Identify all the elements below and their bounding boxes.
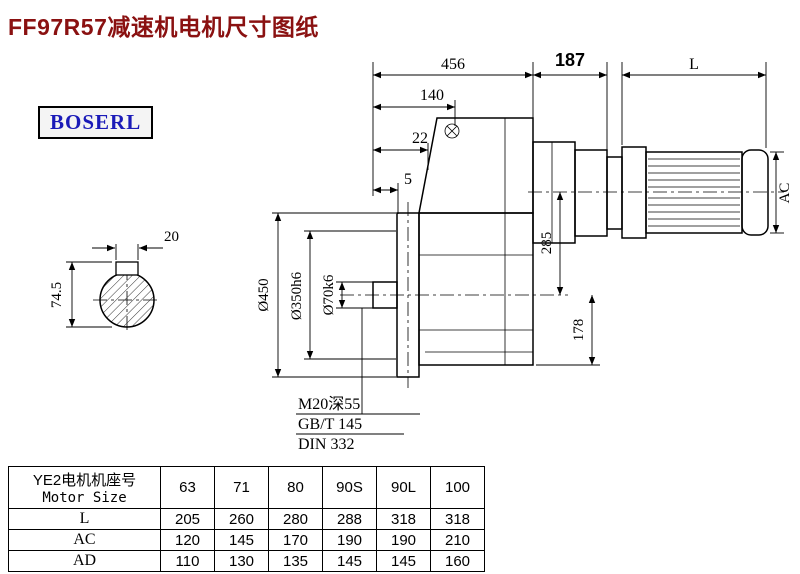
table-col-header: 100 bbox=[430, 466, 485, 509]
adapter-bell bbox=[532, 141, 576, 244]
page-title: FF97R57减速机电机尺寸图纸 bbox=[8, 14, 319, 40]
motor-cooling-fins bbox=[648, 158, 740, 227]
table-cell: 318 bbox=[376, 508, 431, 530]
table-corner-header: YE2电机机座号 Motor Size bbox=[8, 466, 161, 509]
table-cell: 210 bbox=[430, 529, 485, 551]
gearbox-lower-housing bbox=[418, 212, 534, 366]
table-cell: 120 bbox=[160, 529, 215, 551]
table-col-header: 71 bbox=[214, 466, 269, 509]
dim-140-label: 140 bbox=[420, 87, 444, 104]
table-cell: 170 bbox=[268, 529, 323, 551]
motor-fan-cowl bbox=[741, 149, 769, 236]
motor-body bbox=[645, 151, 743, 234]
shaft-section-view: 20 74.5 bbox=[49, 229, 179, 334]
table-cell: 145 bbox=[376, 550, 431, 572]
note-gb-label: GB/T 145 bbox=[298, 416, 362, 433]
dim-285-label: 285 bbox=[539, 232, 555, 255]
motor-size-table: YE2电机机座号 Motor Size 63 71 80 90S 90L 100… bbox=[8, 466, 485, 572]
dim-flange-od-label: Ø450 bbox=[256, 278, 272, 311]
table-row-AC: AC 120 145 170 190 190 210 bbox=[8, 529, 485, 551]
dim-5-label: 5 bbox=[404, 171, 412, 188]
table-row-AD: AD 110 130 135 145 145 160 bbox=[8, 550, 485, 572]
gearbox-upper-housing bbox=[418, 117, 534, 214]
table-cell: 145 bbox=[214, 529, 269, 551]
lifting-eye bbox=[444, 123, 460, 139]
dim-key-width: 20 bbox=[92, 229, 179, 260]
dim-key-width-label: 20 bbox=[164, 229, 179, 245]
table-cell: 190 bbox=[376, 529, 431, 551]
dim-spigot-label: Ø350h6 bbox=[289, 271, 305, 320]
dim-22-label: 22 bbox=[412, 130, 428, 147]
table-cell: 130 bbox=[214, 550, 269, 572]
table-cell: 280 bbox=[268, 508, 323, 530]
keyway-notch bbox=[115, 261, 139, 276]
shaft-section-circle bbox=[99, 272, 155, 328]
table-col-header: 90S bbox=[322, 466, 377, 509]
dim-shaft-dia-label: Ø70k6 bbox=[321, 274, 337, 315]
row-label: L bbox=[8, 508, 161, 530]
notes-block: M20深55 GB/T 145 DIN 332 bbox=[296, 308, 420, 453]
table-header-row: YE2电机机座号 Motor Size 63 71 80 90S 90L 100 bbox=[8, 466, 485, 509]
dim-456-label: 456 bbox=[441, 56, 465, 73]
brand-logo: BOSERL bbox=[38, 106, 154, 139]
note-din-label: DIN 332 bbox=[298, 436, 354, 453]
table-cell: 110 bbox=[160, 550, 215, 572]
table-cell: 205 bbox=[160, 508, 215, 530]
table-col-header: 63 bbox=[160, 466, 215, 509]
dim-L-label: L bbox=[689, 56, 699, 73]
table-cell: 318 bbox=[430, 508, 485, 530]
motor-flange bbox=[621, 146, 647, 239]
note-tap-label: M20深55 bbox=[298, 395, 360, 413]
table-cell: 288 bbox=[322, 508, 377, 530]
table-cell: 190 bbox=[322, 529, 377, 551]
table-col-header: 80 bbox=[268, 466, 323, 509]
main-assembly-view bbox=[340, 117, 784, 388]
dim-AC-label: AC bbox=[777, 183, 793, 204]
dim-178-label: 178 bbox=[571, 319, 587, 342]
table-cell: 260 bbox=[214, 508, 269, 530]
table-cell: 145 bbox=[322, 550, 377, 572]
row-label: AD bbox=[8, 550, 161, 572]
header-cn: YE2电机机座号 bbox=[32, 472, 137, 489]
dimension-lines: 456 187 L 140 22 5 285 17 bbox=[256, 50, 793, 378]
coupling-housing bbox=[574, 149, 608, 237]
table-cell: 160 bbox=[430, 550, 485, 572]
table-col-header: 90L bbox=[376, 466, 431, 509]
coupling-ring bbox=[606, 156, 623, 230]
table-row-L: L 205 260 280 288 318 318 bbox=[8, 508, 485, 530]
dim-shaft-height: 74.5 bbox=[49, 261, 112, 328]
header-en: Motor Size bbox=[42, 490, 127, 506]
dim-shaft-height-label: 74.5 bbox=[49, 282, 65, 308]
dim-187-label: 187 bbox=[555, 50, 585, 70]
row-label: AC bbox=[8, 529, 161, 551]
table-cell: 135 bbox=[268, 550, 323, 572]
